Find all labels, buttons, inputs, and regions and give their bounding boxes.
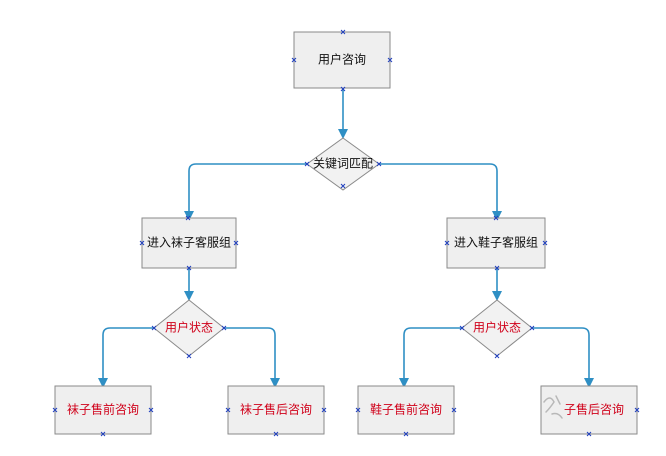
port-marker-icon bbox=[186, 353, 192, 359]
connector-status-left-to-sock-presale bbox=[98, 327, 156, 388]
port-marker-icon bbox=[340, 86, 346, 92]
port-marker-icon bbox=[291, 57, 297, 63]
node-shoe-presale-label: 鞋子售前咨询 bbox=[370, 402, 442, 417]
port-marker-icon bbox=[52, 407, 58, 413]
port-marker-icon bbox=[494, 265, 500, 271]
connector-status-left-to-sock-aftersale bbox=[223, 327, 280, 388]
node-status-right: 用户状态 bbox=[461, 299, 533, 357]
port-marker-icon bbox=[634, 407, 640, 413]
port-marker-icon bbox=[494, 353, 500, 359]
port-marker-icon bbox=[321, 407, 327, 413]
connector-status-right-to-shoe-aftersale bbox=[531, 327, 594, 388]
port-markers bbox=[52, 29, 640, 437]
node-user-consult-label: 用户咨询 bbox=[318, 52, 366, 67]
port-marker-icon bbox=[273, 431, 279, 437]
connector-keyword-to-sock-group bbox=[184, 163, 309, 221]
port-marker-icon bbox=[100, 431, 106, 437]
port-marker-icon bbox=[444, 240, 450, 246]
port-marker-icon bbox=[139, 240, 145, 246]
node-status-left: 用户状态 bbox=[153, 299, 225, 357]
port-marker-icon bbox=[387, 57, 393, 63]
port-marker-icon bbox=[376, 161, 382, 167]
node-sock-presale-label: 袜子售前咨询 bbox=[67, 402, 139, 417]
node-keyword-match: 关键词匹配 bbox=[306, 137, 380, 191]
port-marker-icon bbox=[459, 325, 465, 331]
port-marker-icon bbox=[304, 161, 310, 167]
node-sock-group: 进入袜子客服组 bbox=[141, 217, 237, 269]
port-marker-icon bbox=[403, 431, 409, 437]
node-status-right-label: 用户状态 bbox=[473, 320, 521, 335]
node-shoe-aftersale-label: 子售后咨询 bbox=[564, 402, 624, 417]
node-sock-presale: 袜子售前咨询 bbox=[54, 385, 152, 435]
port-marker-icon bbox=[148, 407, 154, 413]
watermark-logo bbox=[543, 395, 563, 419]
node-shoe-aftersale: 子售后咨询 bbox=[540, 385, 638, 435]
port-marker-icon bbox=[529, 325, 535, 331]
port-marker-icon bbox=[355, 407, 361, 413]
node-status-left-label: 用户状态 bbox=[165, 320, 213, 335]
port-marker-icon bbox=[493, 215, 499, 221]
port-marker-icon bbox=[340, 29, 346, 35]
port-marker-icon bbox=[185, 215, 191, 221]
node-sock-aftersale-label: 袜子售后咨询 bbox=[240, 402, 312, 417]
node-sock-aftersale: 袜子售后咨询 bbox=[227, 385, 325, 435]
port-marker-icon bbox=[451, 407, 457, 413]
connector-status-right-to-shoe-presale bbox=[399, 327, 464, 388]
port-marker-icon bbox=[221, 325, 227, 331]
node-shoe-group: 进入鞋子客服组 bbox=[446, 217, 546, 269]
node-keyword-match-label: 关键词匹配 bbox=[313, 157, 373, 171]
port-marker-icon bbox=[233, 240, 239, 246]
node-shoe-presale: 鞋子售前咨询 bbox=[357, 385, 455, 435]
connector-keyword-to-shoe-group bbox=[378, 163, 502, 221]
node-sock-group-label: 进入袜子客服组 bbox=[147, 235, 231, 250]
port-marker-icon bbox=[542, 240, 548, 246]
port-marker-icon bbox=[586, 431, 592, 437]
port-marker-icon bbox=[340, 183, 346, 189]
port-marker-icon bbox=[225, 407, 231, 413]
connectors bbox=[98, 88, 594, 388]
port-marker-icon bbox=[186, 265, 192, 271]
node-shoe-group-label: 进入鞋子客服组 bbox=[454, 235, 538, 250]
node-user-consult: 用户咨询 bbox=[293, 31, 391, 89]
port-marker-icon bbox=[151, 325, 157, 331]
